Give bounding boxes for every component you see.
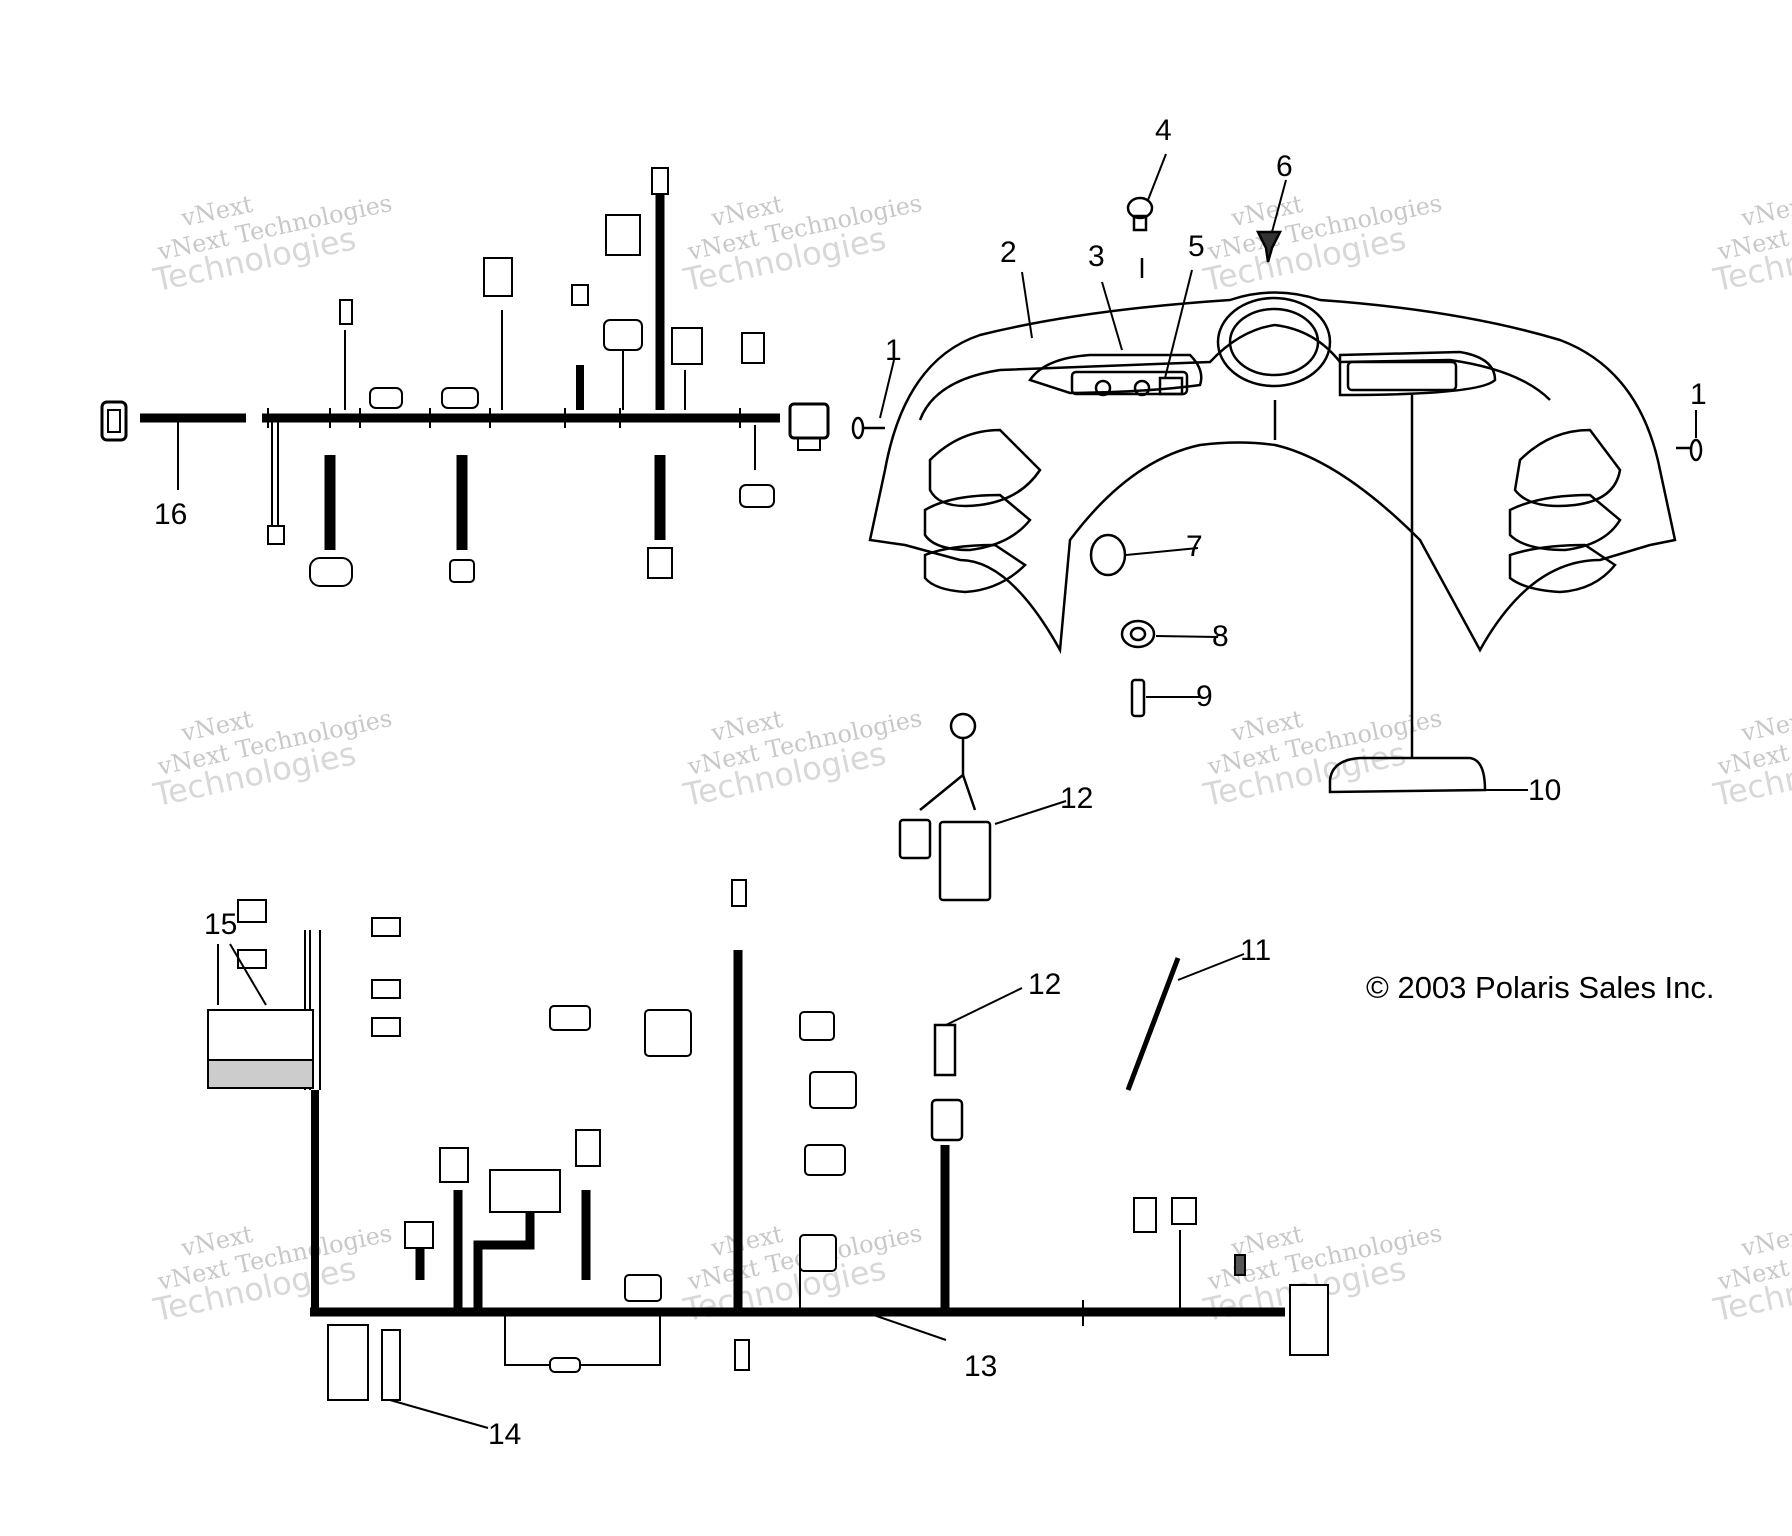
upper-wiring-harness bbox=[100, 167, 830, 587]
callout-1-right: 1 bbox=[1690, 378, 1707, 411]
watermark: vNext vNext Technologies Technologies bbox=[679, 704, 924, 815]
dash-panel bbox=[868, 291, 1677, 655]
callout-2: 2 bbox=[1000, 236, 1017, 269]
watermark: vNext vNext Technologies Technologies bbox=[1709, 1219, 1792, 1330]
callout-15: 15 bbox=[204, 908, 237, 941]
callout-9: 9 bbox=[1196, 680, 1213, 713]
watermark: vNext vNext Technologies Technologies bbox=[1709, 704, 1792, 815]
callout-11: 11 bbox=[1240, 934, 1271, 967]
watermark: vNext vNext Technologies Technologies bbox=[149, 189, 394, 300]
callout-7: 7 bbox=[1186, 530, 1203, 563]
callout-10: 10 bbox=[1528, 774, 1561, 807]
watermark: vNext vNext Technologies Technologies bbox=[1199, 189, 1444, 300]
watermark: vNext vNext Technologies Technologies bbox=[149, 704, 394, 815]
leader-lines bbox=[217, 153, 1697, 1429]
callout-5: 5 bbox=[1188, 230, 1205, 263]
small-parts bbox=[851, 196, 1703, 1142]
callout-12-lower: 12 bbox=[1028, 968, 1061, 1001]
callout-16: 16 bbox=[154, 498, 187, 531]
watermark: vNext vNext Technologies Technologies bbox=[679, 189, 924, 300]
callout-1-left: 1 bbox=[885, 334, 902, 367]
callout-14: 14 bbox=[488, 1418, 521, 1451]
callout-13: 13 bbox=[964, 1350, 997, 1383]
callout-4: 4 bbox=[1155, 114, 1172, 147]
callout-12-upper: 12 bbox=[1060, 782, 1093, 815]
watermark-group: vNext vNext Technologies Technologies vN… bbox=[149, 189, 1792, 1330]
callout-labels: 1 1 2 3 4 5 6 7 8 9 10 11 12 12 13 14 15… bbox=[154, 114, 1707, 1451]
watermark: vNext vNext Technologies Technologies bbox=[1709, 189, 1792, 300]
callout-6: 6 bbox=[1276, 150, 1293, 183]
lower-wiring-harness bbox=[207, 879, 1329, 1401]
copyright-notice: © 2003 Polaris Sales Inc. bbox=[1366, 970, 1715, 1005]
callout-3: 3 bbox=[1088, 240, 1105, 273]
callout-8: 8 bbox=[1212, 620, 1229, 653]
